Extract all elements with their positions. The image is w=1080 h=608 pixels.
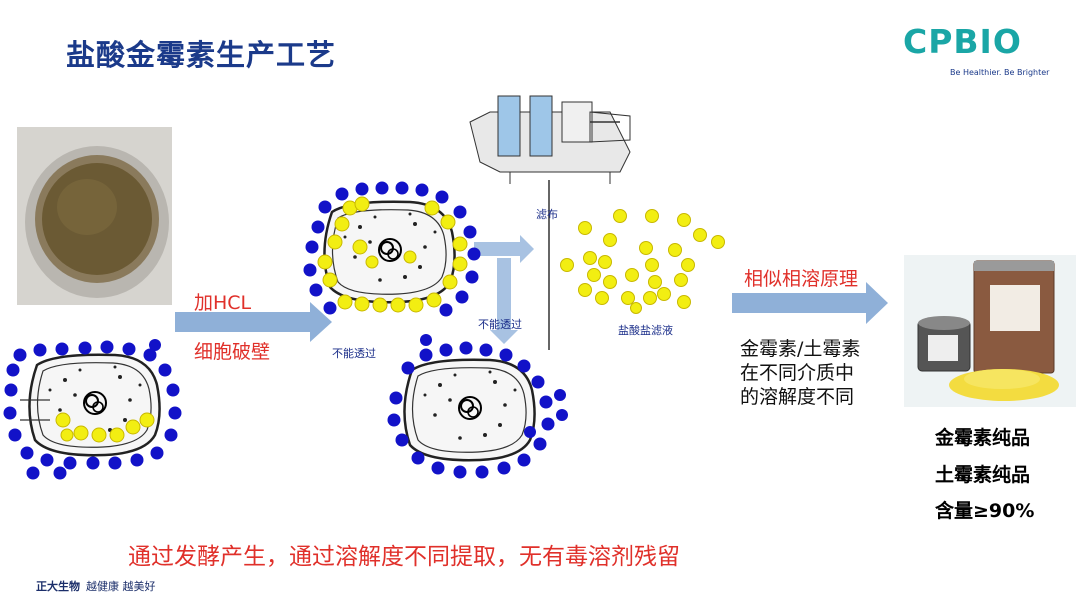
logo-tagline: Be Healthier. Be Brighter bbox=[950, 68, 1050, 77]
label-filter-cloth: 滤布 bbox=[536, 208, 558, 221]
residue-cell bbox=[387, 334, 568, 479]
intact-cell bbox=[3, 339, 182, 480]
result-oxytetracycline: 土霉素纯品 bbox=[935, 464, 1031, 486]
fermentation-broth-photo bbox=[17, 127, 172, 305]
label-cannot-pass-2: 不能透过 bbox=[478, 318, 522, 331]
footer: 正大生物越健康 越美好 bbox=[36, 578, 156, 594]
cpbio-logo: CPBIO bbox=[903, 22, 1022, 61]
filter-press-icon bbox=[469, 95, 631, 184]
label-cell-wall-break: 细胞破壁 bbox=[194, 341, 271, 363]
footer-slogan: 越健康 越美好 bbox=[86, 580, 156, 593]
result-content: 含量≥90% bbox=[935, 500, 1035, 522]
label-explain-1: 金霉素/土霉素 bbox=[740, 338, 861, 360]
arrow-hcl bbox=[175, 302, 332, 342]
label-explain-3: 的溶解度不同 bbox=[740, 386, 855, 408]
arrow-to-product bbox=[732, 282, 888, 324]
arrow-to-filter bbox=[474, 235, 534, 263]
page-title: 盐酸金霉素生产工艺 bbox=[66, 38, 337, 72]
footer-company: 正大生物 bbox=[36, 580, 80, 593]
label-filtrate: 盐酸盐滤液 bbox=[618, 324, 673, 337]
result-chlortetracycline: 金霉素纯品 bbox=[935, 427, 1031, 449]
process-note: 通过发酵产生，通过溶解度不同提取，无有毒溶剂残留 bbox=[128, 544, 680, 570]
lysed-cell bbox=[303, 181, 481, 317]
label-explain-2: 在不同介质中 bbox=[740, 362, 855, 384]
label-principle: 相似相溶原理 bbox=[744, 268, 859, 290]
label-add-hcl: 加HCL bbox=[194, 292, 252, 314]
label-cannot-pass-1: 不能透过 bbox=[332, 347, 376, 360]
arrow-down bbox=[490, 258, 518, 344]
product-photo bbox=[904, 255, 1076, 407]
filtrate-particles bbox=[560, 209, 725, 314]
